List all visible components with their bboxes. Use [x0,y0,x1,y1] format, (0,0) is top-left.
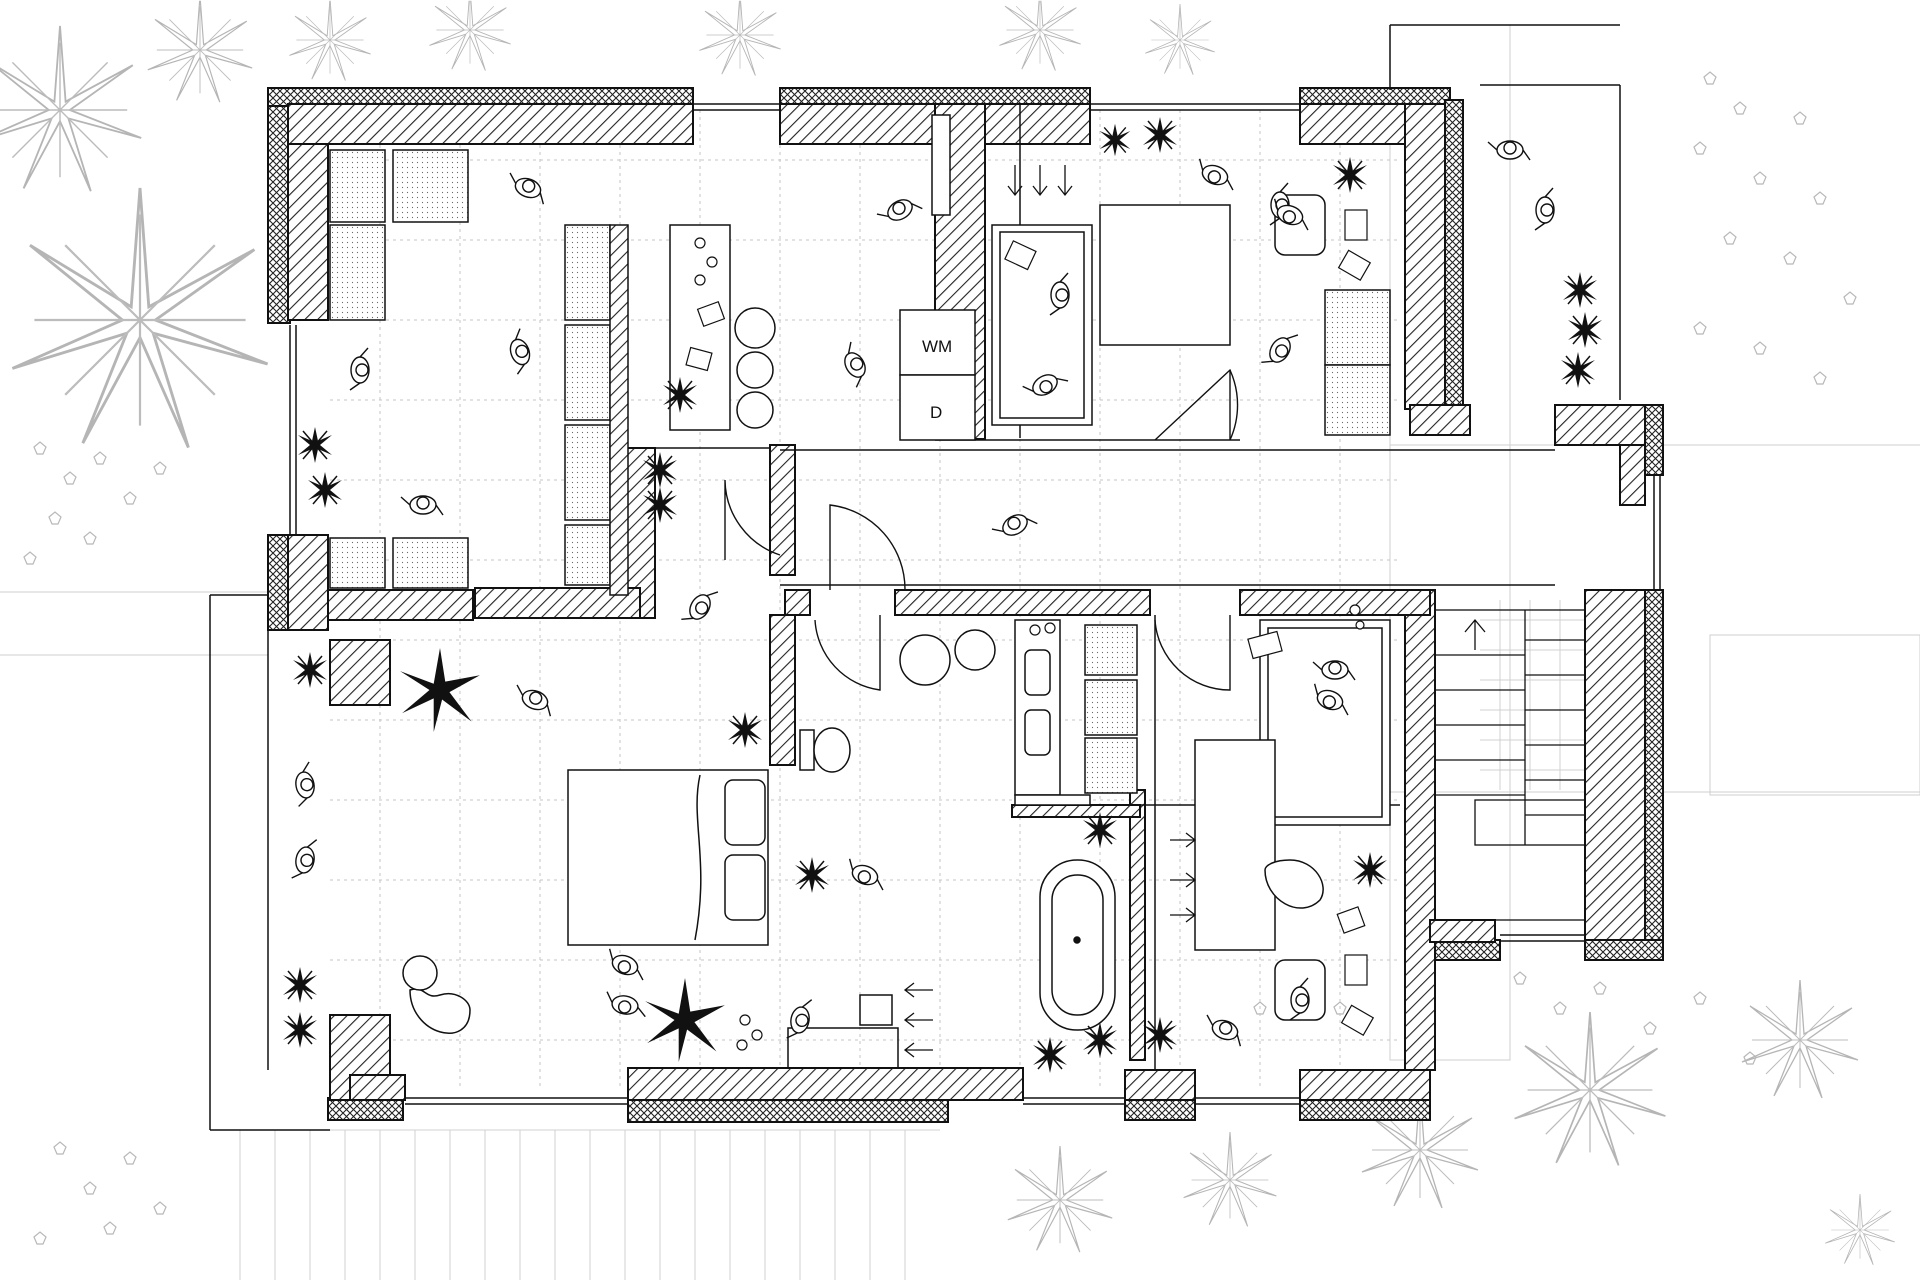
kitchen-cabinets [329,114,1391,794]
stair-icon [1434,609,1586,921]
table-icon [734,204,1391,1069]
sink-counter [1014,619,1091,806]
bathtub-icon [1039,859,1116,1031]
walls [267,87,1664,1123]
arrow-icon [903,165,1197,1058]
decor-items [685,209,1375,1051]
door-swing-icon [724,368,1239,691]
toilet-icon [799,727,851,773]
dryer-label: D [930,403,942,422]
bed-icon [567,769,769,946]
appliance-labels: WM D [922,337,952,422]
washing-machine-label: WM [922,337,952,356]
